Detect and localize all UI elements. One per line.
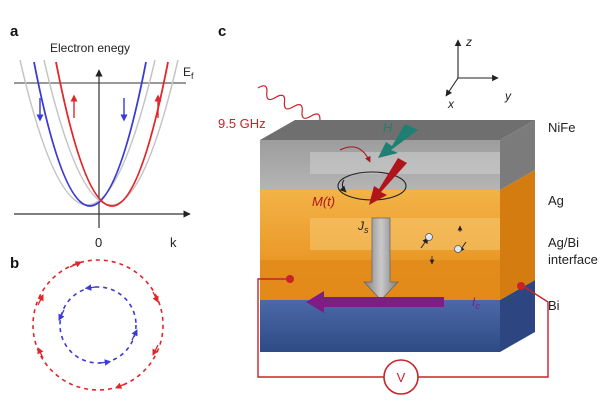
nife-layer-top [260,120,535,140]
fermi-contour-inner [59,286,137,364]
bi-layer-side [500,280,535,352]
field-arrow [378,124,418,158]
ag-inner-light-band [310,218,500,250]
charge-current-arrow [306,291,444,313]
fermi-contour-outer [32,259,164,391]
panel-c: c z y x 9.5 GHz [218,23,598,395]
voltmeter: V [383,359,419,395]
spin-current-arrow [363,217,399,301]
spin-current-label: Js [357,219,369,235]
fermi-level-label: Ef [183,65,194,81]
axis-y-label: y [504,89,512,103]
panel-b: b [10,255,164,391]
panel-c-label: c [218,23,226,40]
parabola-red [55,61,169,207]
bi-layer-front [260,300,500,352]
axis-x-label: x [447,97,455,111]
interface-label-line1: Ag/Bi [548,235,579,250]
parabola-grey-right [43,59,179,206]
voltmeter-label: V [397,370,406,385]
panel-a: a Electron enegy Ef k 0 [10,23,194,250]
outer-contour-arrows [37,261,159,389]
inner-contour-arrows [58,284,138,366]
absorption-curve [339,146,371,163]
spin-dipole-2 [454,225,467,253]
axis-z-label: z [465,35,472,49]
charge-current-label: Ic [472,295,480,311]
nife-layer-label: NiFe [548,120,575,135]
spin-dipole-1 [420,233,435,265]
magnetization-arrow [369,158,407,205]
parabola-blue [33,61,147,207]
left-contact [286,275,294,283]
precession-direction-arrow [339,179,347,193]
field-label: H [383,120,393,135]
nife-layer-side [500,120,535,190]
ag-layer-label: Ag [548,193,564,208]
frequency-label: 9.5 GHz [218,116,266,131]
magnetization-label: M(t) [312,194,335,209]
ag-layer-side [500,170,535,300]
interface-label-line2: interface [548,252,598,267]
k-axis-label: k [170,235,177,250]
panel-b-label: b [10,255,19,272]
coordinate-axes: z y x [445,35,512,111]
right-contact [517,282,525,290]
panel-a-label: a [10,23,19,40]
measurement-circuit [257,275,549,378]
origin-label: 0 [95,235,102,250]
bi-layer-label: Bi [548,298,560,313]
panel-a-title: Electron enegy [50,41,130,55]
